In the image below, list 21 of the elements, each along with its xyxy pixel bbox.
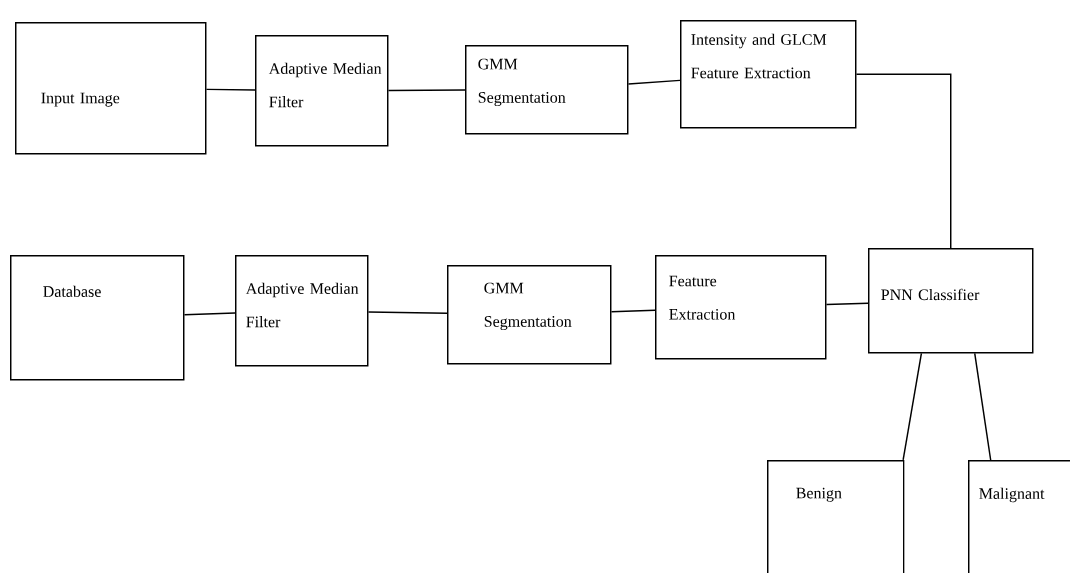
- connector-line: [627, 79, 681, 85]
- process-box: Malignant: [968, 460, 1070, 573]
- connector-line: [855, 73, 952, 249]
- connector-line: [183, 312, 236, 316]
- process-box: Adaptive Median Filter: [235, 255, 369, 367]
- connector-line: [205, 88, 256, 91]
- connector-line: [610, 309, 656, 313]
- process-box: Benign: [767, 460, 905, 573]
- process-box: Adaptive Median Filter: [255, 35, 389, 147]
- connector-line: [387, 89, 466, 92]
- connector-line: [902, 352, 923, 461]
- process-box: Input Image: [15, 22, 207, 155]
- process-box: GMM Segmentation: [465, 45, 629, 135]
- connector-line: [825, 302, 869, 306]
- process-box: GMM Segmentation: [447, 265, 612, 365]
- connector-line: [367, 311, 448, 314]
- process-box: Database: [10, 255, 185, 381]
- connector-line: [974, 352, 992, 461]
- process-box: PNN Classifier: [868, 248, 1034, 354]
- process-box: Feature Extraction: [655, 255, 827, 360]
- process-box: Intensity and GLCM Feature Extraction: [680, 20, 857, 129]
